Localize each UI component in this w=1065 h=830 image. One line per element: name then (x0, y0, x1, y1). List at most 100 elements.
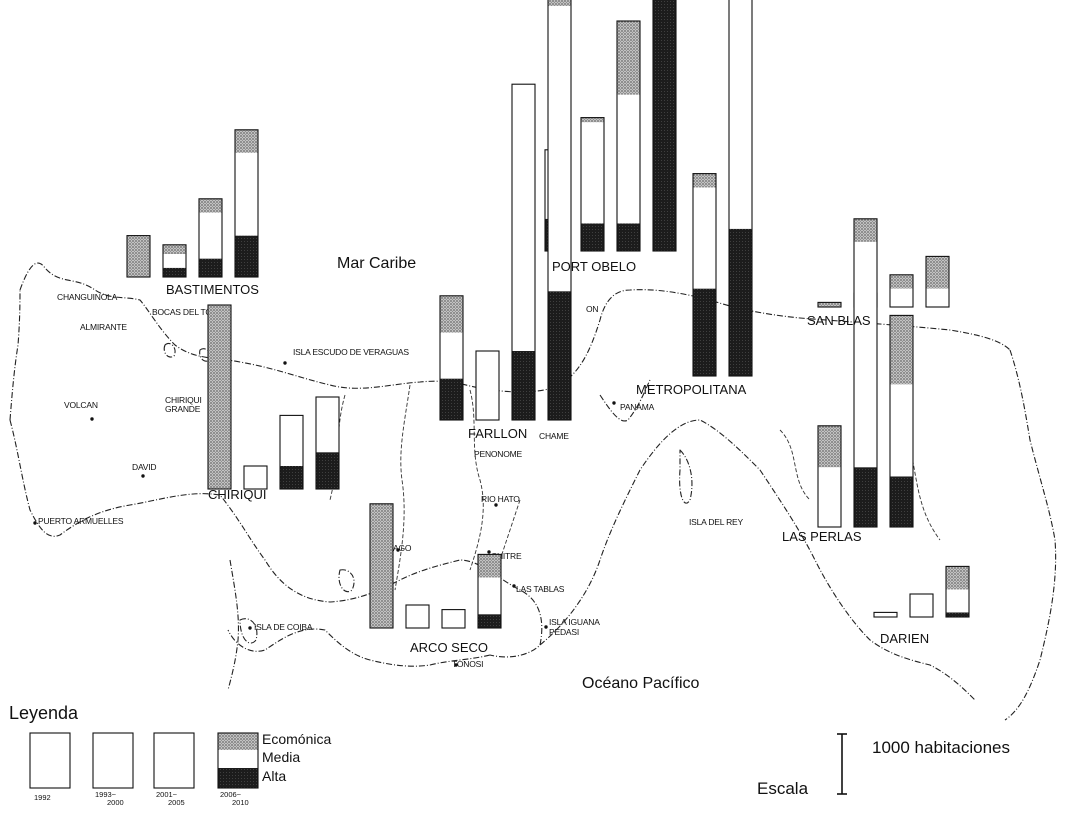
bar-segment-alta (729, 228, 752, 376)
region-label-las-perlas: LAS PERLAS (782, 529, 862, 544)
bar-segment-alta (280, 466, 303, 489)
bar-segment-media (946, 589, 969, 613)
bar-segment-media (512, 84, 535, 351)
legend-bar-2001-2005 (153, 732, 195, 789)
place-colon: ON (586, 304, 598, 314)
scale-bar: 1000 habitaciones Escala (757, 733, 1010, 798)
legend-period-2006-2010: 2006~2010 (220, 790, 249, 807)
bar-segment-economica (235, 129, 258, 153)
region-label-port-obelo: PORT OBELO (552, 259, 636, 274)
bar-segment-media (617, 94, 640, 224)
bar-segment-alta (316, 452, 339, 489)
bar-segment-alta (440, 378, 463, 420)
bar-segment-economica (370, 503, 393, 628)
city-dots (33, 361, 616, 667)
pacific-ocean-label: Océano Pacífico (582, 675, 700, 692)
scale-value-label: 1000 habitaciones (872, 738, 1010, 757)
bar-segment-economica (854, 218, 877, 242)
legend-swatch-media (218, 750, 258, 768)
bar-segment-alta (946, 612, 969, 617)
legend-bar-1993-2000 (92, 732, 134, 789)
caribbean-sea-label: Mar Caribe (337, 255, 416, 272)
bar-segment-media (874, 612, 897, 617)
bar-segment-alta (235, 235, 258, 277)
bar-period-4 (315, 396, 340, 490)
region-label-san-blas: SAN BLAS (807, 313, 871, 328)
bar-period-2 (580, 117, 605, 252)
bars-metropolitana (692, 0, 753, 377)
bar-period-2 (243, 465, 268, 490)
bar-segment-media (476, 351, 499, 420)
region-label-arco-seco: ARCO SECO (410, 640, 488, 655)
bar-segment-economica (946, 566, 969, 590)
bar-segment-alta (854, 467, 877, 527)
bar-segment-media (548, 6, 571, 292)
bar-period-4 (547, 0, 572, 421)
bar-segment-economica (208, 305, 231, 489)
place-isla-del-rey: ISLA DEL REY (689, 517, 744, 527)
legend-label-media: Media (262, 749, 300, 765)
region-label-darien: DARIEN (880, 631, 929, 646)
bar-period-2 (405, 604, 430, 629)
bar-segment-media (316, 397, 339, 453)
bar-segment-alta (653, 0, 676, 251)
bar-segment-media (442, 609, 465, 628)
islands (163, 342, 693, 644)
bar-segment-alta (548, 291, 571, 420)
place-almirante: ALMIRANTE (80, 322, 127, 332)
bar-period-4 (234, 129, 259, 278)
bar-segment-economica (163, 244, 186, 254)
coastline (9, 262, 1057, 721)
bar-segment-media (729, 0, 752, 229)
place-changuinola: CHANGUINOLA (57, 292, 118, 302)
bar-segment-alta (890, 476, 913, 527)
bar-period-1 (369, 503, 394, 629)
place-chame: CHAME (539, 431, 569, 441)
bar-segment-media (890, 384, 913, 477)
bar-segment-economica (818, 302, 841, 307)
bar-period-3 (728, 0, 753, 377)
bar-period-3 (889, 274, 914, 308)
bar-period-3 (853, 218, 878, 528)
bar-segment-economica (693, 173, 716, 188)
rivers (329, 384, 941, 591)
bar-period-2 (692, 173, 717, 377)
region-label-chiriqui: CHIRIQUI (208, 487, 267, 502)
bars-darien (873, 565, 970, 618)
place-las-tablas: LAS TABLAS (516, 584, 565, 594)
region-bar-groups (126, 0, 970, 629)
place-rio-hato: RIO HATO (481, 494, 520, 504)
bars-chiriqui (207, 304, 340, 490)
bar-segment-media (890, 288, 913, 307)
bar-period-3 (279, 414, 304, 490)
region-labels: BASTIMENTOS PORT OBELO SAN BLAS METROPOL… (166, 259, 929, 655)
bar-period-3 (511, 83, 536, 421)
region-label-metropolitana: METROPOLITANA (636, 382, 747, 397)
place-isla-escudo: ISLA ESCUDO DE VERAGUAS (293, 347, 409, 357)
bar-period-1 (207, 304, 232, 490)
bar-period-3 (441, 609, 466, 629)
legend-label-alta: Alta (262, 768, 286, 784)
bar-segment-economica (199, 198, 222, 213)
bar-segment-alta (617, 223, 640, 251)
place-isla-iguana: ISLA IGUANA (549, 617, 600, 627)
bar-segment-media (199, 212, 222, 259)
bar-segment-media (440, 332, 463, 379)
bar-period-3 (616, 20, 641, 252)
bar-segment-media (910, 594, 933, 617)
legend-period-1993-2000: 1993~2000 (95, 790, 124, 807)
bar-segment-media (406, 605, 429, 628)
place-chitre: CHITRE (491, 551, 522, 561)
bar-period-4 (889, 314, 914, 528)
legend-period-1992: 1992 (34, 793, 51, 802)
bar-period-3 (909, 593, 934, 618)
bar-period-2 (162, 244, 187, 278)
place-pedasi: PEDASI (549, 627, 579, 637)
bar-segment-alta (199, 258, 222, 277)
bar-segment-media (244, 466, 267, 489)
bar-segment-media (581, 122, 604, 224)
legend-bar-2006-2010 (217, 732, 259, 789)
legend: Leyenda Ecomónica Media Alta 1992 1993~2… (9, 703, 331, 807)
